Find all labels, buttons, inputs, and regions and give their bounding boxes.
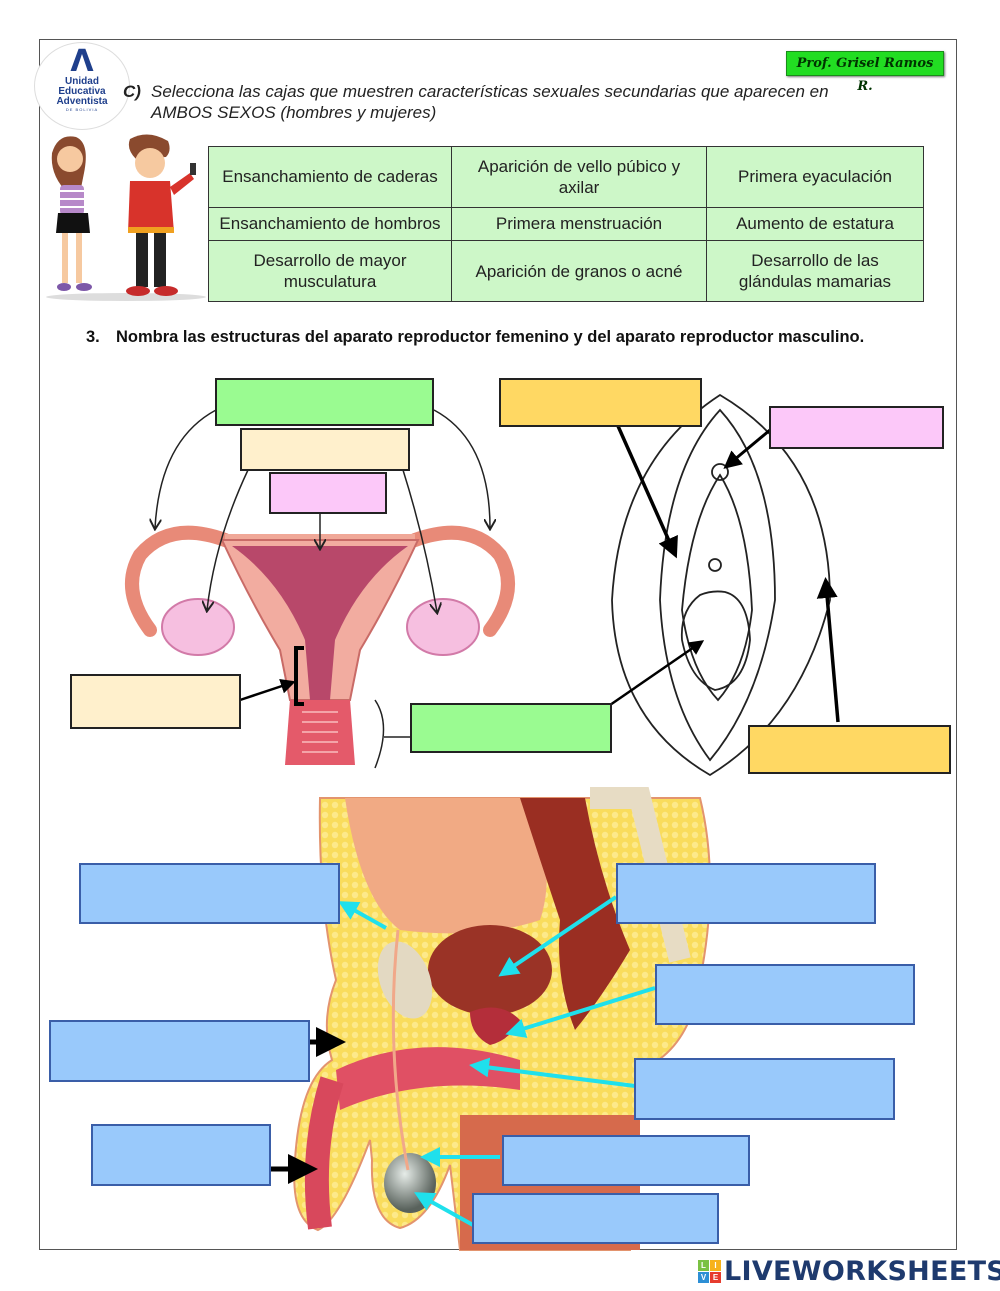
option-cell[interactable]: Ensanchamiento de hombros xyxy=(208,206,452,242)
logo-line-4: DE BOLIVIA xyxy=(65,107,99,112)
logo-line-1: Unidad xyxy=(65,76,99,87)
answer-box-uterus[interactable] xyxy=(269,472,387,514)
question-3-number: 3. xyxy=(86,328,100,346)
answer-box-labia-majora[interactable] xyxy=(748,725,951,774)
answer-box-vas-deferens[interactable] xyxy=(79,863,340,924)
live-tiles-icon: L I V E xyxy=(698,1259,721,1283)
answer-box-prostate[interactable] xyxy=(655,964,915,1025)
female-external-illustration xyxy=(611,393,831,777)
table-row: Desarrollo de mayor musculatura Aparició… xyxy=(208,240,924,302)
female-external-arrows xyxy=(609,425,840,723)
logo-line-3: Adventista xyxy=(56,96,108,107)
teens-illustration xyxy=(46,134,206,301)
option-cell[interactable]: Aparición de vello púbico y axilar xyxy=(451,146,707,208)
option-cell[interactable]: Desarrollo de las glándulas mamarias xyxy=(706,240,924,302)
girl-figure xyxy=(51,136,92,291)
logo-line-2: Educativa xyxy=(58,86,106,97)
table-row: Ensanchamiento de hombros Primera menstr… xyxy=(208,206,924,242)
answer-box-labia-minora[interactable] xyxy=(499,378,702,427)
answer-box-vagina[interactable] xyxy=(410,703,612,753)
question-c-label: C) xyxy=(123,82,141,101)
option-cell[interactable]: Aumento de estatura xyxy=(706,206,924,242)
answer-box-seminal-vesicle[interactable] xyxy=(616,863,876,924)
answer-box-penis[interactable] xyxy=(49,1020,310,1082)
question-c-text: Selecciona las cajas que muestren caract… xyxy=(151,82,829,122)
option-cell[interactable]: Primera menstruación xyxy=(451,206,707,242)
brand-text: LIVEWORKSHEETS xyxy=(724,1255,1000,1287)
answer-box-epididymis[interactable] xyxy=(502,1135,750,1186)
male-arrows xyxy=(271,895,656,1227)
answer-box-cervix[interactable] xyxy=(70,674,241,729)
option-cell[interactable]: Aparición de granos o acné xyxy=(451,240,707,302)
table-row: Ensanchamiento de caderas Aparición de v… xyxy=(208,146,924,208)
answer-box-ovaries[interactable] xyxy=(240,428,410,471)
teacher-badge: Prof. Grisel Ramos R. xyxy=(786,51,944,94)
option-cell[interactable]: Ensanchamiento de caderas xyxy=(208,146,452,208)
answer-box-clitoris[interactable] xyxy=(769,406,944,449)
liveworksheets-logo: L I V E LIVEWORKSHEETS xyxy=(698,1255,1000,1287)
option-cell[interactable]: Primera eyaculación xyxy=(706,146,924,208)
adventist-a-icon: Ʌ xyxy=(70,44,94,79)
answer-box-fallopian-tubes[interactable] xyxy=(215,378,434,426)
boy-figure xyxy=(126,134,196,296)
answer-box-urethra[interactable] xyxy=(634,1058,895,1120)
answer-box-testicle[interactable] xyxy=(472,1193,719,1244)
option-cell[interactable]: Desarrollo de mayor musculatura xyxy=(208,240,452,302)
school-logo: Ʌ Unidad Educativa Adventista DE BOLIVIA xyxy=(34,42,130,130)
female-internal-illustration xyxy=(125,409,515,769)
question-3-text: Nombra las estructuras del aparato repro… xyxy=(116,328,865,346)
answer-box-glans[interactable] xyxy=(91,1124,271,1186)
characteristics-table: Ensanchamiento de caderas Aparición de v… xyxy=(208,146,924,302)
